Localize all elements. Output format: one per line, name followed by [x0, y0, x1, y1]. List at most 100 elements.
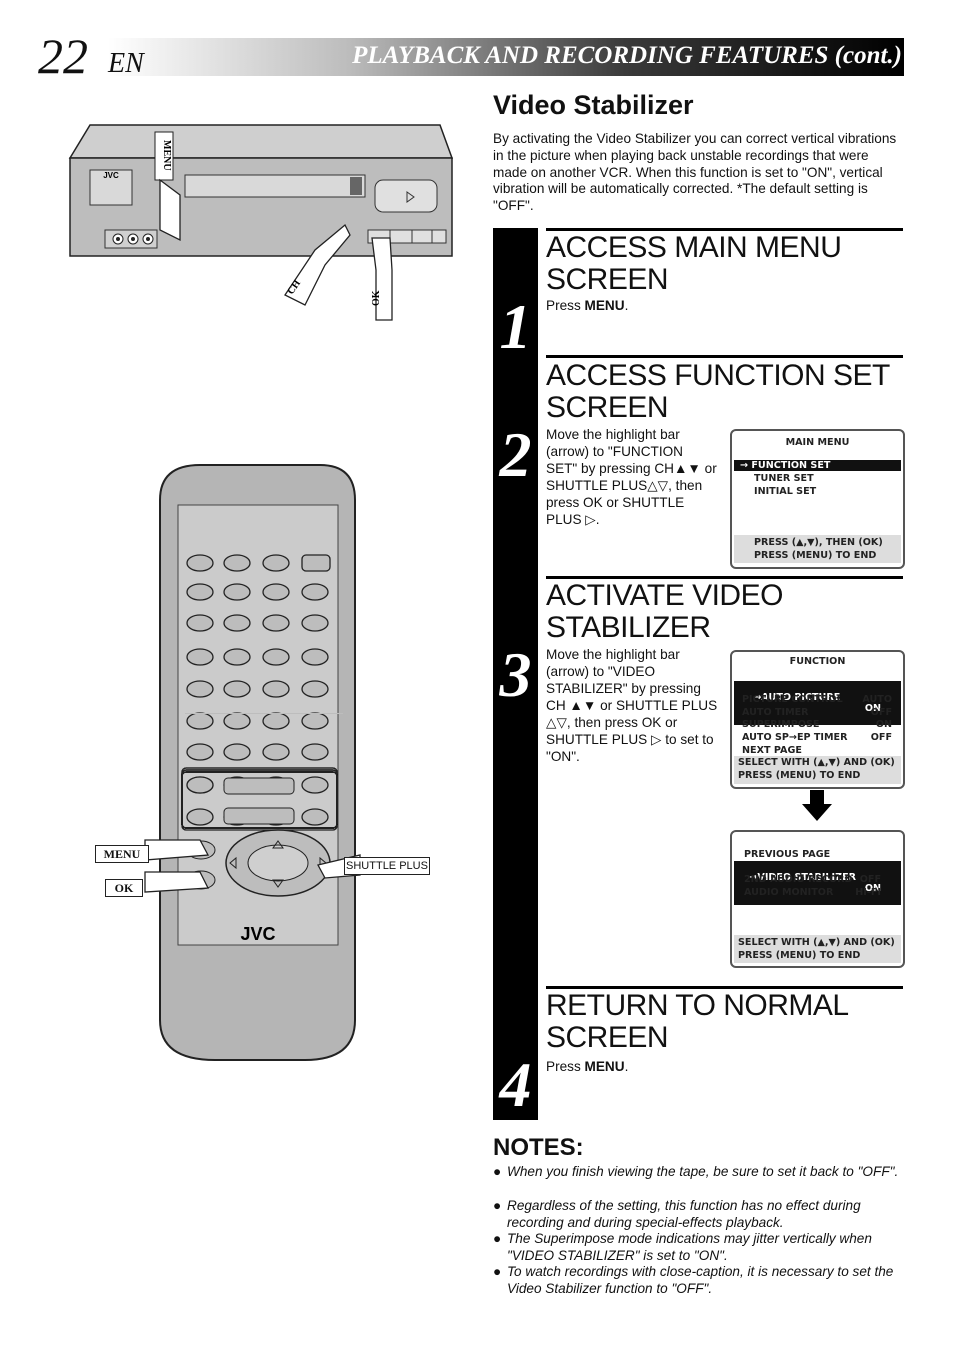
step-bar [493, 228, 538, 1120]
osd-function2-value: HI-FI [855, 887, 881, 898]
osd-function2-row-highlighted: →VIDEO STABILIZER ON [734, 861, 901, 905]
osd-function-value: ON [875, 719, 892, 730]
osd-function2-row: AUDIO MONITOR HI-FI [744, 887, 881, 898]
step-2-text: Move the highlight bar (arrow) to "FUNCT… [546, 426, 726, 528]
osd-function2-label: PREVIOUS PAGE [744, 849, 831, 860]
note-item: ●Regardless of the setting, this functio… [493, 1198, 905, 1231]
note-item: ●The Superimpose mode indications may ji… [493, 1231, 905, 1264]
note-text: The Superimpose mode indications may jit… [507, 1231, 872, 1263]
step-3-line: STABILIZER" by pressing [546, 681, 701, 696]
step-2-line: SET" by pressing CH▲▼ or [546, 461, 717, 476]
osd-function-foot: PRESS (MENU) TO END [738, 770, 861, 781]
osd-function-label: PICTURE CONTROL [742, 694, 843, 705]
step-4-text: Press MENU. [546, 1058, 628, 1075]
osd-function2-value: ON [864, 883, 881, 894]
step-1-heading-line1: ACCESS MAIN MENU [546, 231, 842, 264]
section-intro: By activating the Video Stabilizer you c… [493, 131, 897, 214]
step-2-heading-line1: ACCESS FUNCTION SET [546, 359, 890, 392]
osd-function2-row: PREVIOUS PAGE [744, 849, 830, 860]
osd-function-label: AUTO TIMER [742, 707, 809, 718]
step-1-text-post: . [624, 298, 629, 313]
osd-function2-foot: SELECT WITH (▲,▼) AND (OK) [738, 937, 895, 948]
osd-function-value: ON [864, 703, 881, 714]
note-text: To watch recordings with close-caption, … [507, 1264, 894, 1296]
osd-function-row: NEXT PAGE [742, 745, 802, 756]
vcr-ok-label: OK [371, 290, 382, 306]
osd-function2-foot: PRESS (MENU) TO END [738, 950, 861, 961]
shuttle-plus-label: SHUTTLE PLUS [344, 857, 430, 875]
remote-menu-label: MENU [95, 845, 149, 863]
vcr-menu-label: MENU [161, 140, 172, 171]
step-2-heading-line2: SCREEN [546, 391, 669, 424]
osd-function-menu: FUNCTION →AUTO PICTURE ON PICTURE CONTRO… [730, 650, 905, 789]
step-2-heading: ACCESS FUNCTION SET SCREEN [546, 360, 906, 424]
osd-main-menu-item-highlighted: → FUNCTION SET [734, 460, 901, 471]
step-rule-1 [546, 228, 903, 231]
step-1-heading: ACCESS MAIN MENU SCREEN [546, 232, 906, 296]
osd-main-menu-title: MAIN MENU [785, 437, 850, 448]
osd-function-foot: SELECT WITH (▲,▼) AND (OK) [738, 757, 895, 768]
step-3-line: △▽, then press OK or [546, 715, 678, 730]
step-3-line: SHUTTLE PLUS ▷ to set to [546, 732, 714, 747]
remote-illustration: JVC [144, 464, 361, 1061]
step-2-line: (arrow) to "FUNCTION [546, 444, 683, 459]
osd-function-row: SUPERIMPOSE ON [742, 719, 892, 730]
step-1-heading-line2: SCREEN [546, 263, 669, 296]
step-4-heading-line1: RETURN TO NORMAL [546, 989, 849, 1022]
step-number-3: 3 [499, 639, 532, 710]
step-4-text-post: . [624, 1059, 629, 1074]
vcr-illustration: JVC MENU CH OK [68, 124, 454, 321]
osd-function-row: AUTO SP→EP TIMER OFF [742, 732, 892, 743]
page-language: EN [108, 48, 144, 79]
osd-function-value: OFF [870, 732, 892, 743]
step-4-text-key: MENU [584, 1059, 625, 1074]
osd-function-row: PICTURE CONTROL AUTO [742, 694, 892, 705]
page-number: 22 [38, 28, 88, 84]
step-3-heading-line2: STABILIZER [546, 611, 711, 644]
step-2-line: Move the highlight bar [546, 427, 680, 442]
note-text: Regardless of the setting, this function… [507, 1198, 861, 1230]
osd-function-row: AUTO TIMER OFF [742, 707, 892, 718]
step-3-line: Move the highlight bar [546, 647, 680, 662]
osd-function-menu-page2: PREVIOUS PAGE →VIDEO STABILIZER ON 2ND A… [730, 830, 905, 968]
step-3-text: Move the highlight bar (arrow) to "VIDEO… [546, 646, 726, 765]
note-text: When you finish viewing the tape, be sur… [507, 1164, 899, 1179]
osd-main-menu-foot: PRESS (MENU) TO END [754, 550, 877, 561]
step-4-heading: RETURN TO NORMAL SCREEN [546, 990, 906, 1054]
osd-function2-label: AUDIO MONITOR [744, 887, 834, 898]
step-number-2: 2 [499, 419, 532, 490]
step-4-heading-line2: SCREEN [546, 1021, 669, 1054]
arrow-down-icon [802, 790, 832, 821]
step-1-text: Press MENU. [546, 297, 628, 314]
section-title: Video Stabilizer [493, 90, 694, 120]
osd-function-value: OFF [870, 707, 892, 718]
note-item: ●To watch recordings with close-caption,… [493, 1264, 905, 1297]
remote-brand-logo: JVC [240, 924, 275, 944]
osd-function-label: AUTO SP→EP TIMER [742, 732, 848, 743]
osd-function-value: AUTO [862, 694, 892, 705]
step-number-1: 1 [499, 291, 532, 362]
step-3-heading-line1: ACTIVATE VIDEO [546, 579, 783, 612]
osd-function-row-highlighted: →AUTO PICTURE ON [734, 681, 901, 725]
osd-main-menu-foot: PRESS (▲,▼), THEN (OK) [754, 537, 883, 548]
step-3-line: "ON". [546, 749, 580, 764]
osd-function2-label: →VIDEO STABILIZER [749, 872, 857, 883]
step-2-line: press OK or SHUTTLE [546, 495, 685, 510]
osd-function-label: SUPERIMPOSE [742, 719, 820, 730]
osd-main-menu-item: TUNER SET [754, 473, 814, 484]
step-rule-4 [546, 986, 903, 989]
note-item: ●When you finish viewing the tape, be su… [493, 1164, 905, 1181]
step-3-line: (arrow) to "VIDEO [546, 664, 656, 679]
step-3-heading: ACTIVATE VIDEO STABILIZER [546, 580, 906, 644]
osd-function-label: →AUTO PICTURE [753, 692, 841, 703]
osd-function2-value: OFF [859, 874, 881, 885]
page-title: PLAYBACK AND RECORDING FEATURES (cont.) [352, 42, 902, 69]
header-band [108, 38, 904, 76]
remote-ok-label: OK [105, 879, 143, 897]
step-rule-2 [546, 355, 903, 358]
vcr-brand-logo: JVC [103, 171, 119, 180]
step-rule-3 [546, 576, 903, 579]
osd-function-label: NEXT PAGE [742, 745, 802, 756]
step-1-text-pre: Press [546, 298, 585, 313]
